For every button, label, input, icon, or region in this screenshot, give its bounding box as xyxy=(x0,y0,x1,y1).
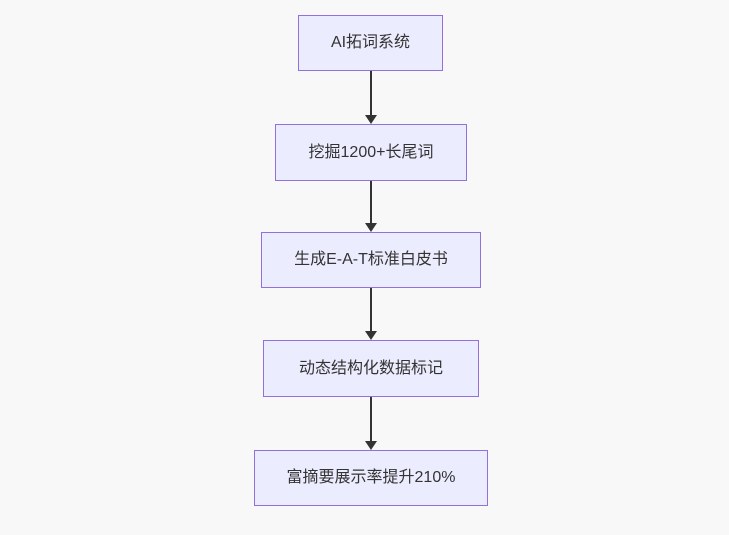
arrowhead-down-icon xyxy=(365,441,377,450)
flowchart-node-dynamic-structured-data-markup: 动态结构化数据标记 xyxy=(263,340,479,397)
flowchart-node-generate-eat-whitepaper: 生成E-A-T标准白皮书 xyxy=(261,232,481,288)
node-label: 富摘要展示率提升210% xyxy=(286,469,456,487)
arrowhead-down-icon xyxy=(365,223,377,232)
flowchart-node-rich-snippet-rate-increase: 富摘要展示率提升210% xyxy=(254,450,488,506)
arrow-line xyxy=(370,71,372,116)
node-label: AI拓词系统 xyxy=(330,34,411,52)
node-label: 挖掘1200+长尾词 xyxy=(308,143,434,161)
node-label: 动态结构化数据标记 xyxy=(298,359,443,377)
flowchart-node-mine-longtail-keywords: 挖掘1200+长尾词 xyxy=(275,124,467,181)
arrow-connector xyxy=(364,397,378,450)
arrowhead-down-icon xyxy=(365,331,377,340)
arrow-connector xyxy=(364,71,378,124)
arrow-connector xyxy=(364,181,378,232)
arrowhead-down-icon xyxy=(365,115,377,124)
arrow-line xyxy=(370,288,372,332)
arrow-line xyxy=(370,181,372,224)
flowchart-node-ai-word-expansion-system: AI拓词系统 xyxy=(298,15,443,71)
node-label: 生成E-A-T标准白皮书 xyxy=(294,251,448,269)
arrow-line xyxy=(370,397,372,442)
arrow-connector xyxy=(364,288,378,340)
